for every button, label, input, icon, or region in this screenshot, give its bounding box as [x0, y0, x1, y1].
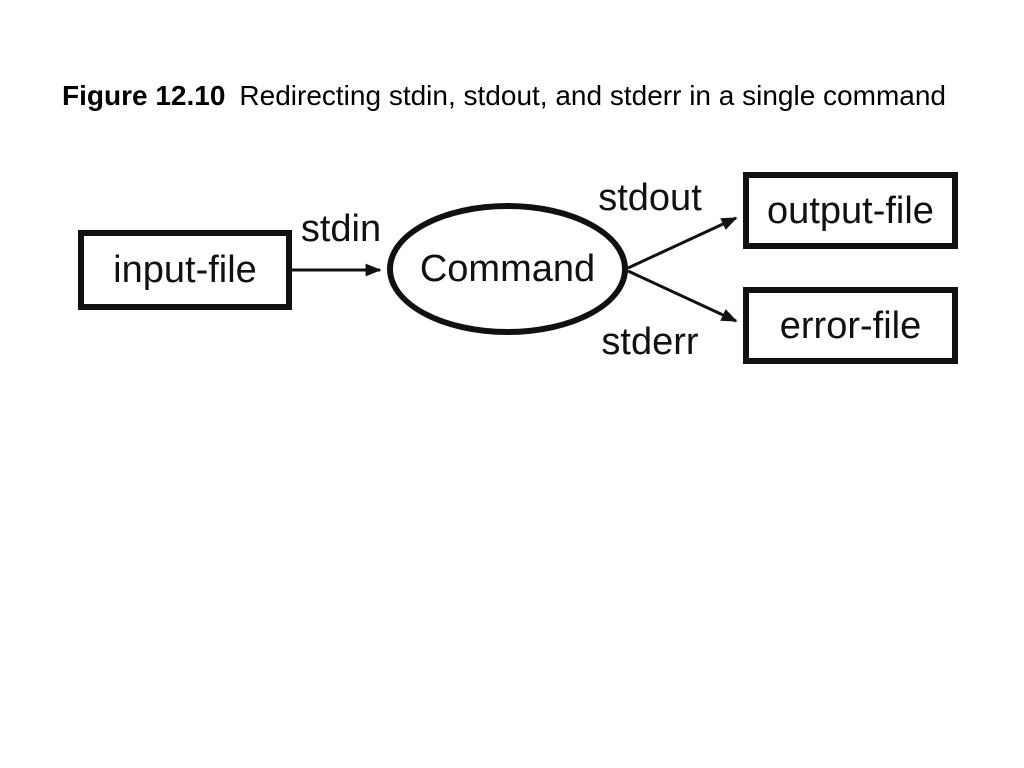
stderr-arrow [627, 269, 738, 323]
figure-caption: Figure 12.10 Redirecting stdin, stdout, a… [62, 80, 946, 112]
command-label: Command [419, 248, 596, 290]
stderr-edge-label: stderr [601, 321, 699, 363]
input-file-label: input-file [113, 249, 257, 291]
stdout-arrow [627, 216, 738, 270]
figure-title: Redirecting stdin, stdout, and stderr in… [239, 80, 946, 111]
output-file-label: output-file [767, 189, 934, 232]
stdout-edge-label: stdout [598, 177, 702, 219]
output-file-node: output-file [743, 172, 958, 249]
input-file-node: input-file [78, 230, 292, 310]
error-file-label: error-file [779, 304, 922, 347]
command-node: Command [387, 203, 628, 335]
error-file-node: error-file [743, 287, 958, 364]
figure-number: Figure 12.10 [62, 80, 226, 111]
stdin-edge-label: stdin [300, 208, 382, 250]
